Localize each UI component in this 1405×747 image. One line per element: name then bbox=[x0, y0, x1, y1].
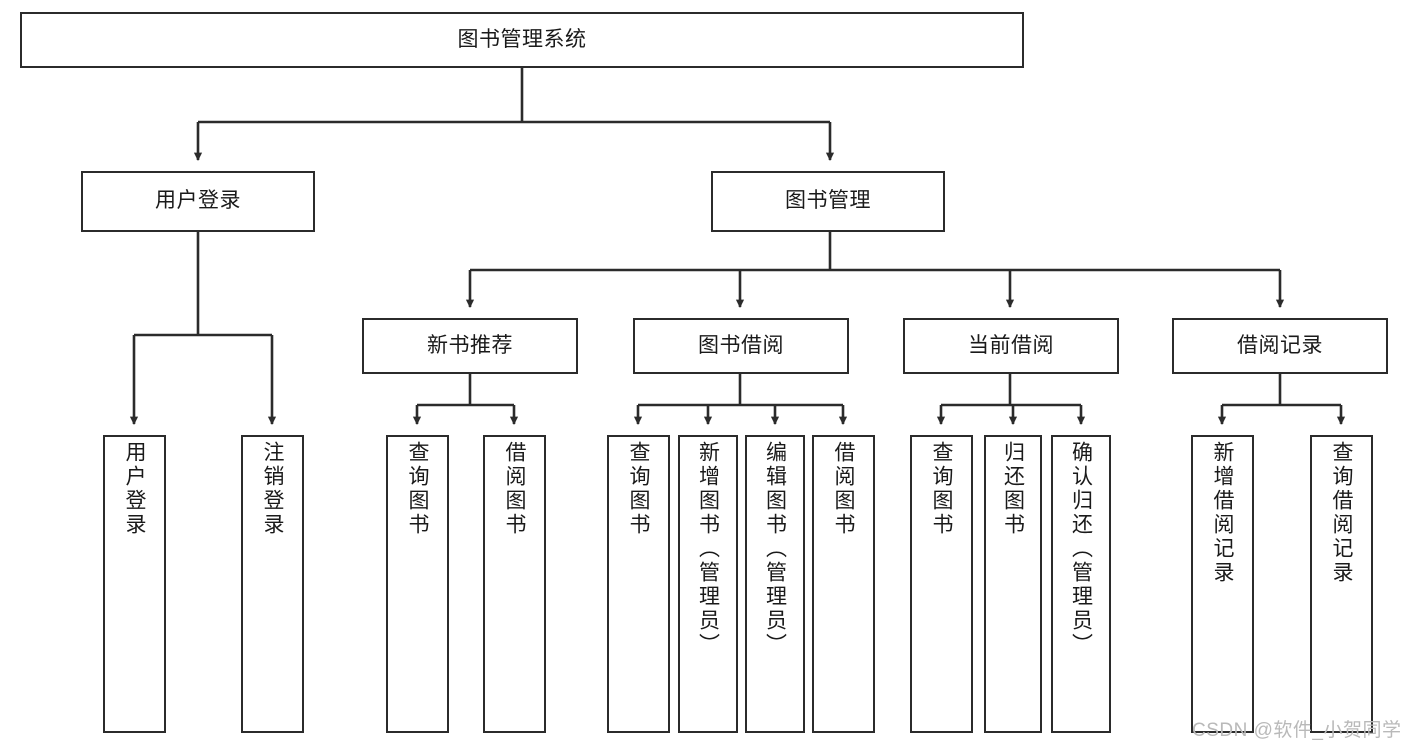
leaf-rec-borrow[interactable]: 借阅图书 bbox=[483, 435, 546, 733]
leaf-borrow-add-label: 新增图书（管理员） bbox=[696, 441, 720, 657]
leaf-user-login[interactable]: 用户登录 bbox=[103, 435, 166, 733]
leaf-cur-query-label: 查询图书 bbox=[930, 441, 953, 537]
node-borrow-record-label: 借阅记录 bbox=[1237, 333, 1323, 357]
leaf-rec-borrow-label: 借阅图书 bbox=[503, 441, 526, 537]
node-borrow-record[interactable]: 借阅记录 bbox=[1172, 318, 1388, 374]
node-current-borrow-label: 当前借阅 bbox=[968, 333, 1054, 357]
leaf-borrow-query[interactable]: 查询图书 bbox=[607, 435, 670, 733]
leaf-borrow-lend-label: 借阅图书 bbox=[832, 441, 855, 537]
csdn-watermark: CSDN @软件_小贺同学 bbox=[1192, 720, 1402, 741]
leaf-borrow-edit-label: 编辑图书（管理员） bbox=[763, 441, 787, 657]
leaf-cur-query[interactable]: 查询图书 bbox=[910, 435, 973, 733]
leaf-user-logout-label: 注销登录 bbox=[261, 441, 284, 537]
node-new-book-rec-label: 新书推荐 bbox=[427, 333, 513, 357]
leaf-rec-add[interactable]: 新增借阅记录 bbox=[1191, 435, 1254, 733]
leaf-rec-query2[interactable]: 查询借阅记录 bbox=[1310, 435, 1373, 733]
leaf-user-login-label: 用户登录 bbox=[123, 441, 146, 537]
leaf-cur-confirm[interactable]: 确认归还（管理员） bbox=[1051, 435, 1111, 733]
leaf-cur-confirm-label: 确认归还（管理员） bbox=[1069, 441, 1093, 657]
leaf-user-logout[interactable]: 注销登录 bbox=[241, 435, 304, 733]
leaf-cur-return[interactable]: 归还图书 bbox=[984, 435, 1042, 733]
leaf-borrow-edit[interactable]: 编辑图书（管理员） bbox=[745, 435, 805, 733]
node-new-book-rec[interactable]: 新书推荐 bbox=[362, 318, 578, 374]
node-book-borrow-label: 图书借阅 bbox=[698, 333, 784, 357]
node-current-borrow[interactable]: 当前借阅 bbox=[903, 318, 1119, 374]
leaf-rec-query-label: 查询图书 bbox=[406, 441, 429, 537]
leaf-rec-query2-label: 查询借阅记录 bbox=[1330, 441, 1353, 585]
node-root-label: 图书管理系统 bbox=[457, 27, 587, 51]
node-user-login[interactable]: 用户登录 bbox=[81, 171, 315, 232]
leaf-borrow-add[interactable]: 新增图书（管理员） bbox=[678, 435, 738, 733]
node-book-manage[interactable]: 图书管理 bbox=[711, 171, 945, 232]
node-book-manage-label: 图书管理 bbox=[785, 189, 871, 213]
leaf-cur-return-label: 归还图书 bbox=[1001, 441, 1025, 537]
leaf-rec-query[interactable]: 查询图书 bbox=[386, 435, 449, 733]
node-user-login-label: 用户登录 bbox=[155, 189, 241, 213]
leaf-rec-add-label: 新增借阅记录 bbox=[1211, 441, 1234, 585]
node-root[interactable]: 图书管理系统 bbox=[20, 12, 1024, 68]
leaf-borrow-query-label: 查询图书 bbox=[627, 441, 650, 537]
node-book-borrow[interactable]: 图书借阅 bbox=[633, 318, 849, 374]
leaf-borrow-lend[interactable]: 借阅图书 bbox=[812, 435, 875, 733]
